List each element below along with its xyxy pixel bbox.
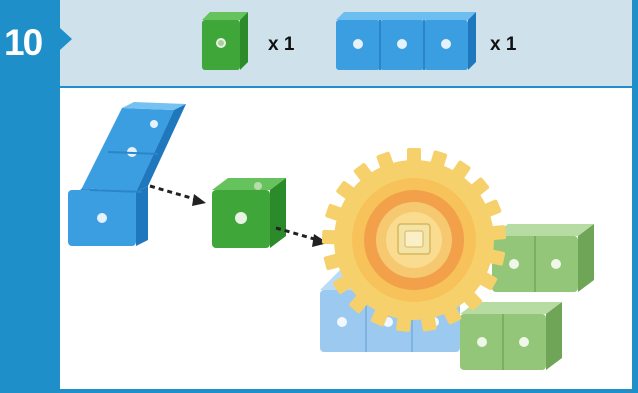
blue-rod-quantity: x 1 xyxy=(490,34,517,55)
step-number: 10 xyxy=(4,22,43,63)
step-tab: 10 xyxy=(0,8,76,70)
green-cube-icon xyxy=(202,12,248,70)
blue-rod-illustration xyxy=(68,102,186,246)
gear-icon xyxy=(321,148,507,332)
frame-right-border xyxy=(632,0,638,393)
step-sidebar xyxy=(0,0,60,393)
green-cube-quantity: x 1 xyxy=(268,34,295,55)
assembly-illustration xyxy=(68,102,594,370)
frame-bottom-border xyxy=(0,389,638,393)
step-arrow-icon xyxy=(60,28,72,50)
dashed-arrow-icon xyxy=(149,184,206,206)
parts-bar-divider xyxy=(60,86,632,88)
green-cube-illustration xyxy=(212,178,286,248)
blue-cube-rod-icon xyxy=(336,12,476,70)
